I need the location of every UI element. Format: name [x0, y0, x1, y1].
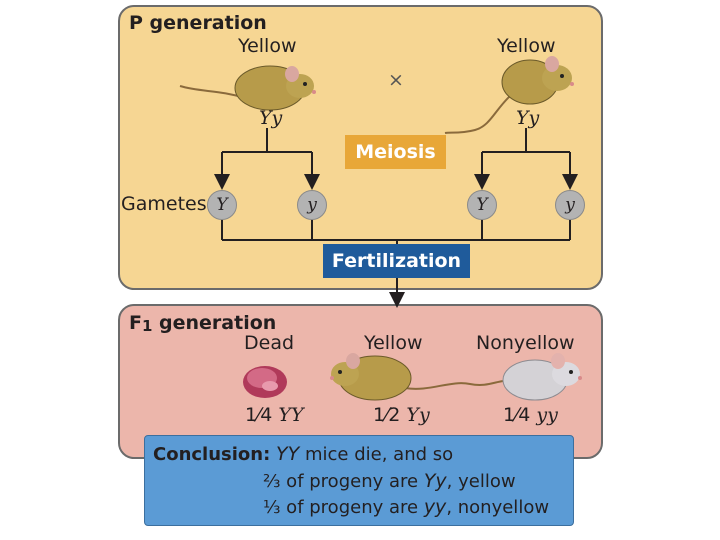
conclusion-tail-2: , yellow	[446, 471, 516, 492]
conclusion-text-1: mice die, and so	[299, 444, 454, 465]
fertilization-bracket	[221, 220, 571, 308]
cross-symbol: ×	[388, 69, 404, 91]
conclusion-fraction-2: ⅔	[263, 471, 281, 492]
offspring-dead-ratio: 1⁄4 YY	[245, 404, 304, 426]
gamete-dominant-right: Y	[467, 190, 497, 220]
conclusion-line-3: ⅓ of progeny are yy, nonyellow	[263, 496, 549, 518]
right-parent-phenotype: Yellow	[497, 35, 556, 57]
conclusion-genotype-2: Yy	[423, 470, 447, 492]
conclusion-line-2: ⅔ of progeny are Yy, yellow	[263, 470, 516, 492]
conclusion-line-1: Conclusion: YY mice die, and so	[153, 443, 453, 465]
offspring-yellow-phenotype: Yellow	[364, 332, 423, 354]
offspring-dead-fraction: 1⁄4	[245, 404, 273, 426]
conclusion-fraction-3: ⅓	[263, 497, 281, 518]
left-parent-genotype: Yy	[259, 107, 283, 129]
f1-nonyellow-mouse-illustration	[502, 353, 582, 401]
offspring-dead-phenotype: Dead	[244, 332, 295, 354]
conclusion-box: Conclusion: YY mice die, and so ⅔ of pro…	[144, 435, 574, 526]
f1-title-suffix: generation	[152, 312, 277, 334]
conclusion-label: Conclusion:	[153, 444, 271, 465]
offspring-yellow-ratio: 1⁄2 Yy	[373, 404, 430, 426]
offspring-nonyellow-genotype: yy	[536, 404, 558, 426]
conclusion-text-3: of progeny are	[280, 497, 424, 518]
f1-title-subscript: 1	[141, 317, 153, 335]
right-parent-genotype: Yy	[516, 107, 540, 129]
gamete-recessive-right: y	[555, 190, 585, 220]
gametes-label: Gametes	[121, 193, 207, 215]
p-generation-title: P generation	[129, 12, 267, 34]
offspring-nonyellow-ratio: 1⁄4 yy	[503, 404, 558, 426]
right-parent-mouse-illustration	[444, 56, 574, 134]
meiosis-label: Meiosis	[345, 135, 446, 169]
conclusion-genotype-3: yy	[423, 496, 447, 518]
conclusion-text-2: of progeny are	[280, 471, 424, 492]
left-meiosis-branch	[214, 128, 320, 190]
left-parent-mouse-illustration	[179, 65, 316, 111]
f1-yellow-mouse-illustration	[330, 353, 511, 401]
gamete-recessive-left: y	[297, 190, 327, 220]
f1-generation-title: F1 generation	[129, 312, 276, 335]
offspring-dead-genotype: YY	[278, 404, 304, 426]
offspring-yellow-genotype: Yy	[406, 404, 430, 426]
conclusion-genotype-1: YY	[276, 443, 300, 465]
left-parent-phenotype: Yellow	[238, 35, 297, 57]
f1-title-prefix: F	[129, 312, 142, 334]
gamete-dominant-left: Y	[207, 190, 237, 220]
offspring-nonyellow-fraction: 1⁄4	[503, 404, 531, 426]
fertilization-label: Fertilization	[323, 244, 470, 278]
right-meiosis-branch	[474, 128, 578, 190]
conclusion-tail-3: , nonyellow	[446, 497, 550, 518]
offspring-yellow-fraction: 1⁄2	[373, 404, 401, 426]
dead-embryo-illustration	[243, 366, 287, 398]
offspring-nonyellow-phenotype: Nonyellow	[476, 332, 575, 354]
